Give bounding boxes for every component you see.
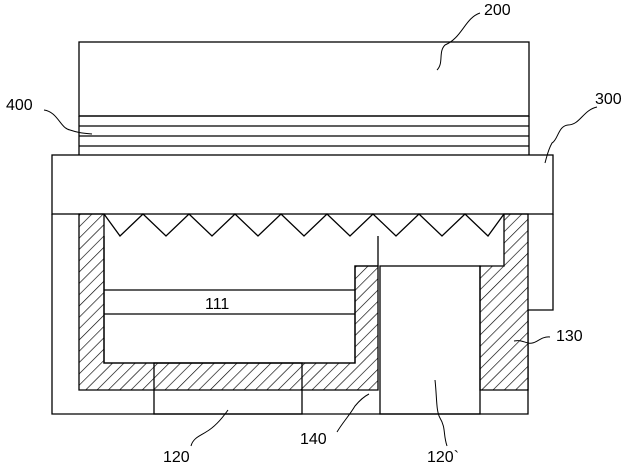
top-plate xyxy=(79,42,529,116)
label-200: 200 xyxy=(484,2,511,19)
label-111: 111 xyxy=(205,296,229,313)
bottom-block-right xyxy=(380,266,480,414)
label-140: 140 xyxy=(300,431,327,448)
inner-plate xyxy=(104,290,355,314)
label-400: 400 xyxy=(6,97,33,114)
film-stack xyxy=(79,116,529,155)
label-300: 300 xyxy=(595,91,622,108)
label-120-prime: 120` xyxy=(427,449,459,466)
prism-sheet xyxy=(52,155,553,236)
label-120: 120 xyxy=(163,449,190,466)
label-130: 130 xyxy=(556,328,583,345)
